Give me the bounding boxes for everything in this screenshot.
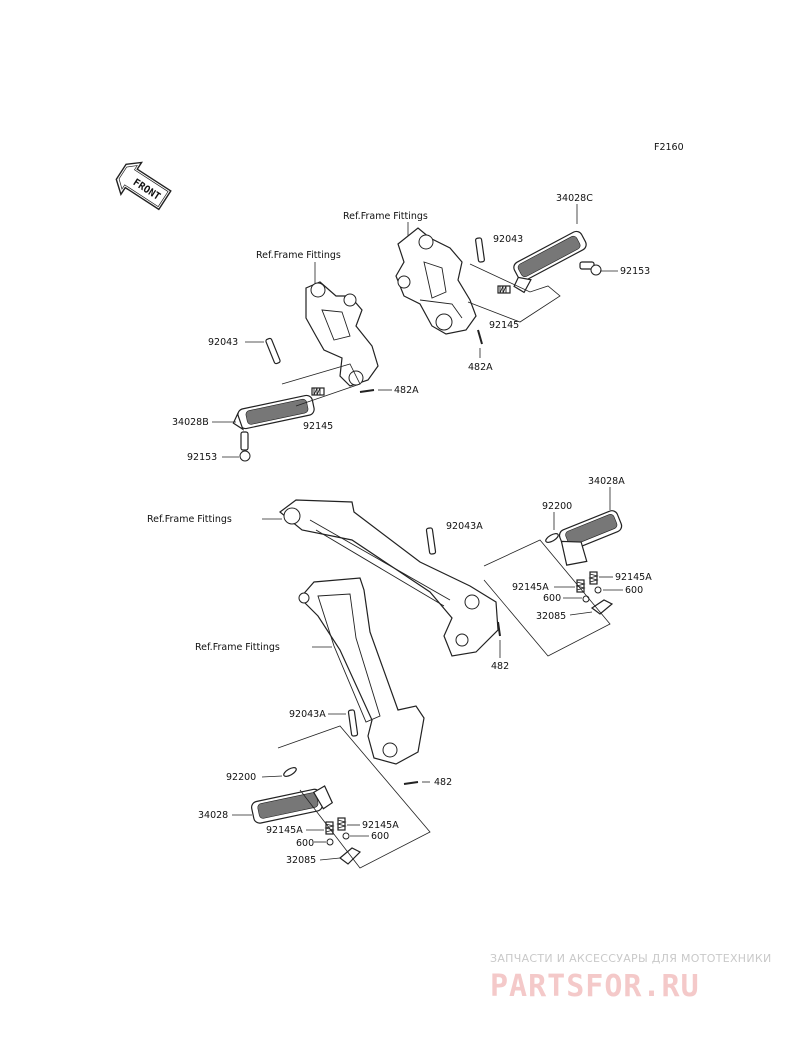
bolt-92153-upper-left <box>239 431 251 462</box>
ref-label-upper-left: Ref.Frame Fittings <box>256 250 341 261</box>
cotter-pin-482-lower-right <box>497 621 501 637</box>
lower-left-front-footrest-group: Ref.Frame Fittings 92043A 92200 482 3 <box>195 577 452 869</box>
part-label: 34028B <box>172 417 209 428</box>
lower-right-front-footrest-group: Ref.Frame Fittings 92043A 92200 34028A <box>147 476 652 672</box>
pin-92043a-lower-left <box>347 709 359 737</box>
part-label: 600 <box>543 593 561 604</box>
part-label: 600 <box>371 831 389 842</box>
part-label: 92043 <box>493 234 523 245</box>
part-label: 92153 <box>187 452 217 463</box>
spring-92145a-lower-right-2 <box>588 571 599 585</box>
front-footrest-bracket-left <box>299 577 425 765</box>
part-label: 92145 <box>489 320 519 331</box>
watermark-logo: PARTSFOR.RU <box>490 969 700 1004</box>
part-label: 92200 <box>226 772 256 783</box>
part-label: 34028 <box>198 810 228 821</box>
part-label: 92145A <box>362 820 399 831</box>
part-label: 92153 <box>620 266 650 277</box>
bolt-92153-upper-right <box>579 261 602 276</box>
part-label: 92200 <box>542 501 572 512</box>
part-label: 92043 <box>208 337 238 348</box>
spring-92145-upper-left <box>311 387 325 396</box>
part-label: 482A <box>394 385 419 396</box>
ball-600-lower-right-2 <box>594 586 602 594</box>
part-label: 32085 <box>286 855 316 866</box>
part-label: 600 <box>296 838 314 849</box>
cotter-pin-482a-upper-left <box>359 389 375 393</box>
pin-92043-upper-right <box>475 237 485 263</box>
spring-92145-upper-right <box>497 285 511 294</box>
part-label: 600 <box>625 585 643 596</box>
rubber-32085-lower-right <box>590 599 614 615</box>
pin-92043-upper-left <box>265 337 281 365</box>
watermark-tagline: ЗАПЧАСТИ И АКСЕССУАРЫ ДЛЯ МОТОТЕХНИКИ <box>490 952 772 965</box>
rubber-32085-lower-left <box>339 847 362 865</box>
ref-label-upper-right: Ref.Frame Fittings <box>343 211 428 222</box>
ball-600-lower-left-2 <box>342 832 350 840</box>
diagram-code: F2160 <box>654 142 684 153</box>
spring-92145a-lower-right-1 <box>575 579 586 593</box>
ball-600-lower-right-1 <box>582 595 590 603</box>
part-label: 92043A <box>289 709 326 720</box>
step-34028a <box>558 510 623 566</box>
front-arrow-icon: FRONT <box>115 161 172 211</box>
part-label: 482A <box>468 362 493 373</box>
part-label: 92145A <box>266 825 303 836</box>
step-34028 <box>251 785 334 824</box>
part-label: 92043A <box>446 521 483 532</box>
washer-92200-lower-left <box>283 767 297 777</box>
pin-92043a-lower-right <box>425 527 437 555</box>
part-label: 32085 <box>536 611 566 622</box>
upper-right-rear-footrest-group: Ref.Frame Fittings 92043 34028C 92153 <box>343 193 650 373</box>
part-label: 92145A <box>512 582 549 593</box>
part-label: 482 <box>434 777 452 788</box>
part-label: 482 <box>491 661 509 672</box>
washer-92200-lower-right <box>545 533 559 543</box>
ball-600-lower-left-1 <box>326 838 334 846</box>
part-label: 34028A <box>588 476 625 487</box>
watermark: ЗАПЧАСТИ И АКСЕССУАРЫ ДЛЯ МОТОТЕХНИКИ PA… <box>490 952 772 1004</box>
rear-footrest-bracket-left <box>305 281 379 387</box>
ref-label-lower-left: Ref.Frame Fittings <box>195 642 280 653</box>
cotter-pin-482a-upper-right <box>477 329 483 345</box>
cotter-pin-482-lower-left <box>403 781 419 785</box>
upper-left-rear-footrest-group: Ref.Frame Fittings 92043 482A 34028B <box>172 250 419 463</box>
spring-92145a-lower-left-2 <box>336 817 347 831</box>
part-label: 92145A <box>615 572 652 583</box>
step-34028c <box>513 230 587 294</box>
ref-label-lower-upper: Ref.Frame Fittings <box>147 514 232 525</box>
part-label: 92145 <box>303 421 333 432</box>
step-34028b <box>232 394 315 431</box>
part-label: 34028C <box>556 193 593 204</box>
